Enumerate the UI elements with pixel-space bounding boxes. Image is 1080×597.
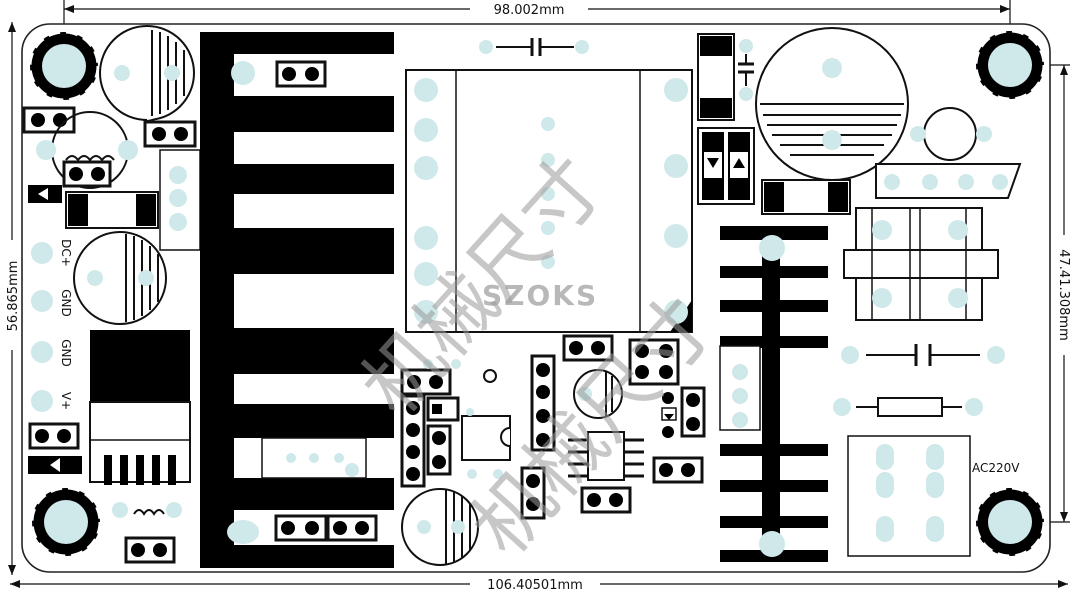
dimension-bottom <box>10 580 1068 588</box>
pad-row-bottom-center <box>227 514 378 544</box>
label-v-plus: V+ <box>59 392 73 410</box>
dimension-left-label: 56.865mm <box>6 261 21 332</box>
feedback-transistor <box>461 408 511 479</box>
watermark-brand: SZOKS <box>482 279 598 312</box>
mounting-hole-top-left <box>28 30 100 102</box>
label-ac-input: AC220V <box>972 461 1020 475</box>
mounting-hole-top-right <box>974 29 1046 101</box>
label-dc-plus: DC+ <box>59 239 73 267</box>
capacitor-top-left <box>99 25 195 121</box>
inductor-small-bottom-left <box>112 502 182 518</box>
pad-pair-left-2 <box>143 120 197 148</box>
label-gnd-1: GND <box>59 289 73 317</box>
dimension-top-label: 98.002mm <box>494 3 565 18</box>
resistor-smd-left <box>65 191 159 229</box>
resistor-vertical-top <box>697 33 735 121</box>
thermistor-top-right <box>910 107 992 161</box>
pad-pair-left-3 <box>28 422 80 450</box>
voltage-regulator <box>89 330 191 485</box>
small-diode-column <box>661 386 706 438</box>
connector-left-3pin <box>159 149 201 251</box>
pad-block-center-right <box>628 338 680 386</box>
dimension-bottom-label: 106.40501mm <box>487 578 583 593</box>
pad-pair-left-4 <box>124 536 176 564</box>
common-mode-choke <box>843 207 999 321</box>
dimension-right-label: 47.41.308mm <box>1056 249 1071 341</box>
transistor-heatsink-left <box>261 437 367 479</box>
pad-pair-center-2 <box>652 456 704 484</box>
pad-pair-left-1 <box>22 106 76 134</box>
output-terminal-pads <box>31 242 53 412</box>
ac-input-terminal <box>847 435 971 557</box>
connector-right-4pin <box>875 163 1022 199</box>
capacitor-x-right <box>841 344 1005 366</box>
pad-column-center <box>530 354 556 452</box>
heatsink-right-pad-bottom <box>759 531 785 557</box>
pad-pair-center-3 <box>580 486 632 514</box>
diode-small-left <box>28 185 62 203</box>
heatsink-left <box>200 32 394 568</box>
ic-controller <box>568 431 644 481</box>
heatsink-left-pad-top <box>231 61 255 85</box>
fuse-right <box>833 397 983 417</box>
dimension-top <box>63 0 1011 68</box>
capacitor-main-bulk <box>755 27 909 181</box>
capacitor-dc-out <box>73 231 167 325</box>
diode-left-bottom <box>28 456 82 474</box>
transformer <box>405 69 693 333</box>
capacitor-y-top <box>479 38 589 56</box>
capacitor-bottom-center <box>401 488 479 566</box>
mounting-hole-bottom-right <box>974 486 1046 558</box>
test-point-center <box>483 369 497 383</box>
mounting-hole-bottom-left <box>30 486 102 558</box>
pad-column-lower-center <box>520 466 546 520</box>
dimension-left <box>8 22 16 575</box>
inductor-left <box>36 111 138 189</box>
bridge-rectifier-diodes <box>697 127 755 205</box>
heatsink-right <box>720 226 828 562</box>
heatsink-right-pad-top <box>759 235 785 261</box>
capacitor-small-vertical <box>738 39 754 101</box>
resistor-smd-mid-right <box>761 179 851 215</box>
pad-cluster-left-center <box>400 359 461 488</box>
mosfet-right <box>719 345 761 431</box>
label-gnd-2: GND <box>59 339 73 367</box>
optocoupler <box>573 369 623 419</box>
pad-pair-center-1 <box>562 334 614 362</box>
